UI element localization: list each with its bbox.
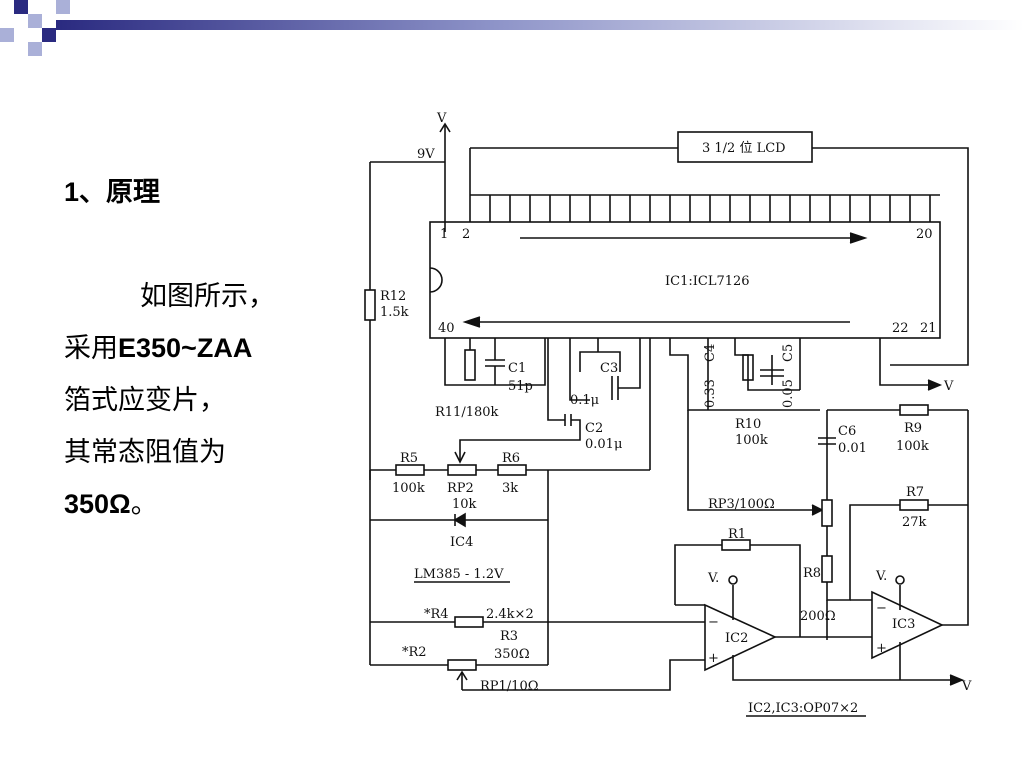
slide-corner-decoration bbox=[0, 0, 1024, 56]
label-9v: 9V bbox=[417, 147, 435, 162]
circuit-schematic: V 9V 3 1/2 位 LCD IC1:ICL7126 1 2 20 40 2… bbox=[364, 111, 972, 717]
label-r6-val: 3k bbox=[502, 481, 518, 496]
label-rp2: RP2 bbox=[447, 481, 474, 496]
label-r9: R9 bbox=[904, 421, 922, 436]
amplifier-network bbox=[687, 404, 969, 640]
body-line-5: 350Ω。 bbox=[64, 478, 364, 530]
label-r9-val: 100k bbox=[896, 439, 929, 454]
r12-resistor bbox=[364, 289, 376, 321]
label-pin1: 1 bbox=[440, 227, 448, 242]
body-line-2-prefix: 采用 bbox=[64, 333, 118, 363]
label-r10: R10 bbox=[735, 417, 761, 432]
label-r4: *R4 bbox=[424, 607, 449, 622]
label-rp2-val: 10k bbox=[452, 497, 477, 512]
label-rp3: RP3/100Ω bbox=[708, 497, 775, 512]
label-r7: R7 bbox=[906, 485, 924, 500]
label-r2: *R2 bbox=[402, 645, 427, 660]
label-pin2: 2 bbox=[462, 227, 470, 242]
label-r12-val: 1.5k bbox=[380, 305, 409, 320]
label-rp1: RP1/10Ω bbox=[480, 679, 539, 694]
bias-row bbox=[369, 464, 650, 665]
label-bottom-v: V bbox=[961, 679, 972, 694]
label-r11: R11/180k bbox=[435, 405, 499, 420]
nominal-resistance: 350Ω bbox=[64, 489, 131, 519]
label-ic2: IC2 bbox=[725, 631, 748, 646]
body-line-3: 箔式应变片， bbox=[64, 385, 226, 415]
label-c4-val: 0.33 bbox=[703, 379, 718, 408]
label-c4: C4 bbox=[703, 344, 718, 362]
body-line-1: 如图所示， bbox=[140, 281, 275, 311]
ic3-opamp bbox=[871, 575, 944, 680]
label-c1: C1 bbox=[508, 361, 526, 376]
label-pin40: 40 bbox=[438, 321, 455, 336]
label-r7-val: 27k bbox=[902, 515, 927, 530]
label-r5-val: 100k bbox=[392, 481, 425, 496]
label-op-caption: IC2,IC3:OP07×2 bbox=[748, 701, 858, 716]
label-out-v: V bbox=[943, 379, 954, 394]
ic1-bottom-pins bbox=[444, 338, 943, 470]
ic2-opamp bbox=[674, 539, 965, 686]
label-pin21: 21 bbox=[920, 321, 937, 336]
label-r5: R5 bbox=[400, 451, 418, 466]
label-r3: R3 bbox=[500, 629, 518, 644]
label-ic3: IC3 bbox=[892, 617, 915, 632]
label-r12: R12 bbox=[380, 289, 406, 304]
sensor-model: E350~ZAA bbox=[118, 333, 253, 363]
label-ic2-minus: − bbox=[708, 615, 719, 630]
label-c6: C6 bbox=[838, 424, 856, 439]
label-c6-val: 0.01 bbox=[838, 441, 867, 456]
label-r8-val: 200Ω bbox=[800, 609, 836, 624]
label-vdot-ic2: V. bbox=[707, 571, 719, 586]
text-panel: 1、原理 如图所示， 采用E350~ZAA 箔式应变片， 其常态阻值为 350Ω… bbox=[64, 172, 364, 530]
lcd-bus bbox=[470, 194, 940, 222]
lcd-display bbox=[469, 131, 969, 366]
label-ic4: IC4 bbox=[450, 535, 473, 550]
label-c2: C2 bbox=[585, 421, 603, 436]
label-lcd: 3 1/2 位 LCD bbox=[702, 141, 786, 156]
label-r3-val: 350Ω bbox=[494, 647, 530, 662]
label-ic3-plus: + bbox=[876, 641, 887, 656]
body-line-4: 其常态阻值为 bbox=[64, 437, 226, 467]
label-r8: R8 bbox=[803, 566, 821, 581]
label-ic3-minus: − bbox=[876, 601, 887, 616]
bridge-network bbox=[370, 520, 705, 691]
label-vdot-ic3: V. bbox=[875, 569, 887, 584]
label-pin20: 20 bbox=[916, 227, 933, 242]
label-c5: C5 bbox=[781, 344, 796, 362]
label-ic1: IC1:ICL7126 bbox=[665, 274, 750, 289]
section-heading: 1、原理 bbox=[64, 177, 161, 207]
label-c1-val: 51p bbox=[508, 379, 533, 394]
label-c5-val: 0.05 bbox=[781, 379, 796, 408]
label-r1: R1 bbox=[728, 527, 746, 542]
label-c3: C3 bbox=[600, 361, 618, 376]
label-r6: R6 bbox=[502, 451, 520, 466]
body-line-5-suffix: 。 bbox=[130, 489, 158, 519]
label-c3-val: 0.1μ bbox=[570, 393, 599, 408]
label-supply-top: V bbox=[436, 111, 447, 126]
label-c2-val: 0.01μ bbox=[585, 437, 622, 452]
body-line-2: 采用E350~ZAA bbox=[64, 322, 364, 374]
label-r10-val: 100k bbox=[735, 433, 768, 448]
label-r4-val: 2.4k×2 bbox=[486, 607, 534, 622]
label-lm385: LM385 - 1.2V bbox=[414, 567, 504, 582]
ic1-chip bbox=[429, 221, 941, 339]
label-ic2-plus: + bbox=[708, 651, 719, 666]
supply-node bbox=[369, 122, 451, 480]
label-pin22: 22 bbox=[892, 321, 909, 336]
